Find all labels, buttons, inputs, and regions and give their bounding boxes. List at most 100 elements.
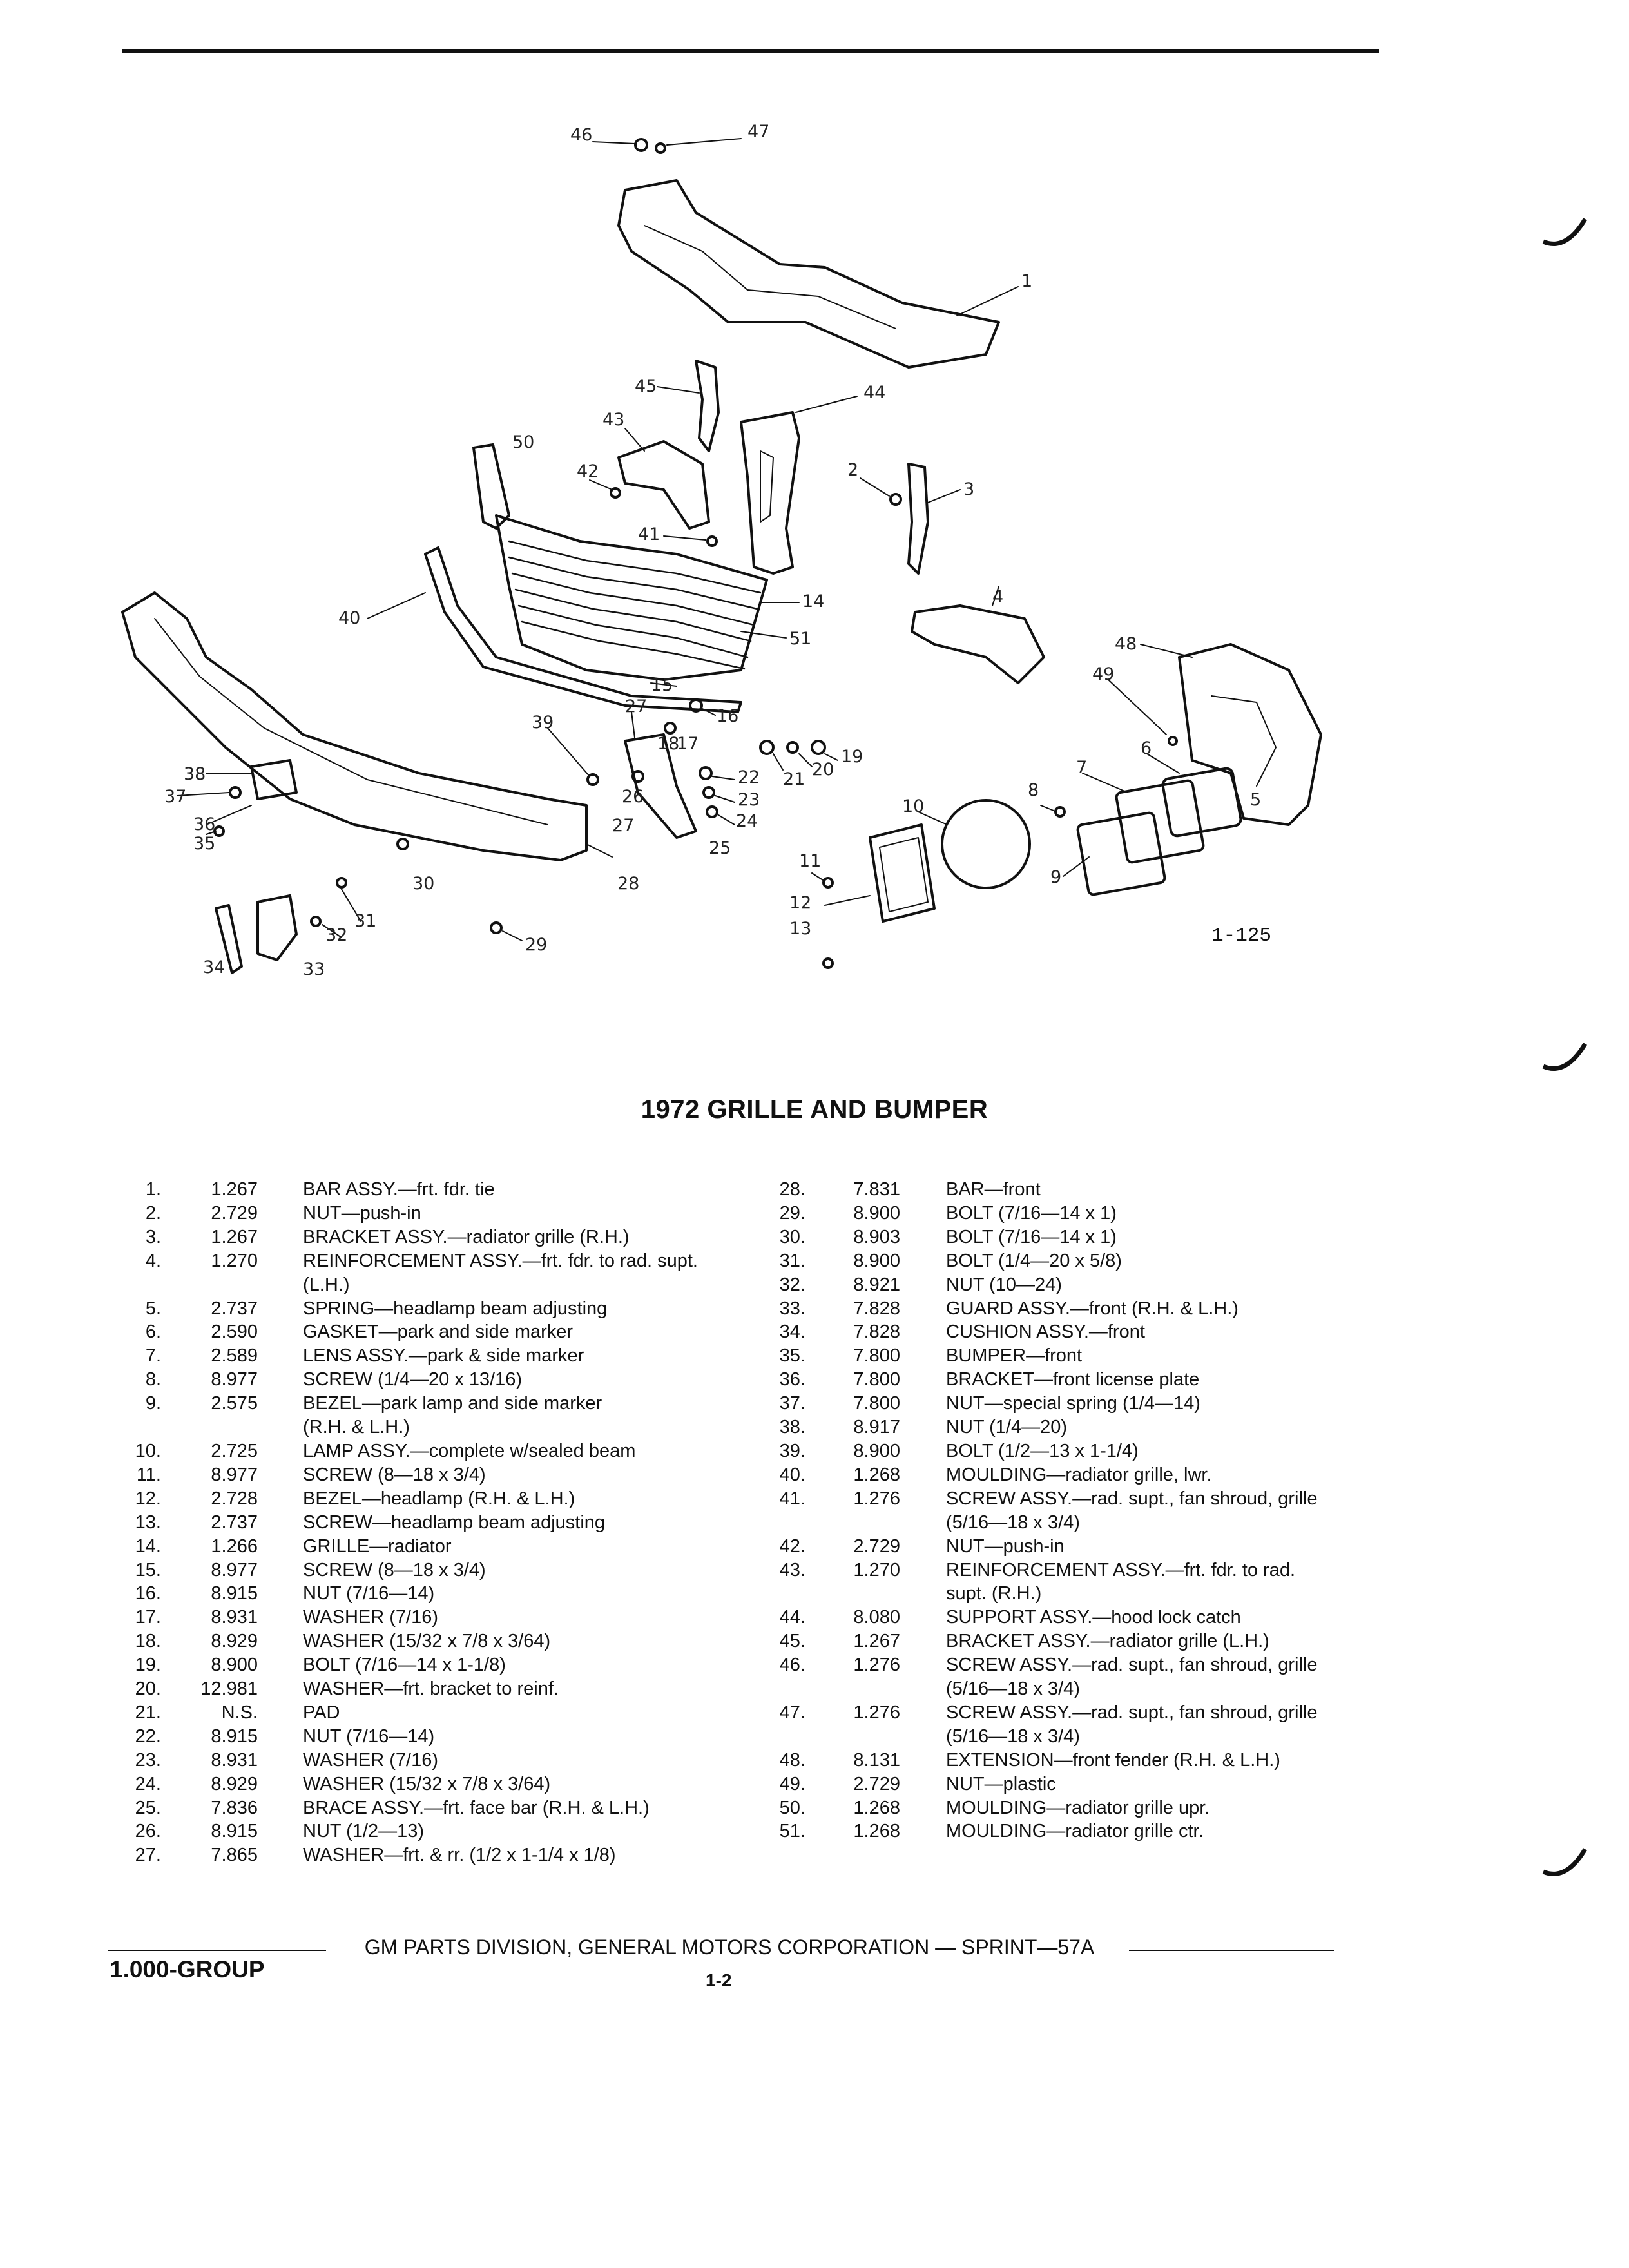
callout-label: 5: [1250, 790, 1261, 810]
part-number: 41.: [779, 1488, 805, 1509]
part-description: BAR ASSY.—frt. fdr. tie: [303, 1179, 495, 1200]
callout-label: 7: [1076, 758, 1087, 778]
page-title: 1972 GRILLE AND BUMPER: [641, 1095, 988, 1124]
part-park-lamp-gasket: [1161, 767, 1242, 838]
callout-label: 49: [1092, 664, 1114, 684]
part-description: NUT (7/16—14): [303, 1583, 435, 1604]
group-code: 1.276: [853, 1488, 900, 1509]
part-number: 11.: [136, 1464, 161, 1485]
callout-label: 8: [1028, 780, 1039, 800]
group-code: 8.080: [853, 1607, 900, 1628]
leader-6: [1146, 753, 1180, 774]
callout-label: 23: [738, 790, 760, 810]
part-description: BOLT (7/16—14 x 1): [946, 1202, 1117, 1224]
leader-44: [795, 396, 858, 413]
group-code: 7.800: [853, 1345, 900, 1367]
part-hood-lock-support: [740, 411, 800, 575]
leader-45: [657, 386, 700, 394]
leader-12: [824, 895, 871, 906]
margin-mark-icon: [1542, 218, 1588, 246]
part-number: 29.: [779, 1202, 805, 1224]
callout-label: 51: [789, 629, 811, 649]
part-number: [754, 1582, 805, 1606]
part-description: SCREW (8—18 x 3/4): [303, 1559, 486, 1581]
fastener-13: [822, 957, 834, 969]
leader-24: [718, 814, 735, 825]
part-description: NUT (1/4—20): [946, 1417, 1068, 1438]
leader-35: [206, 831, 217, 835]
callout-label: 32: [325, 925, 347, 945]
part-description: SCREW ASSY.—rad. supt., fan shroud, gril…: [946, 1655, 1318, 1676]
group-code: 1.267: [853, 1631, 900, 1652]
callout-label: 16: [717, 706, 738, 726]
fastener-2: [889, 493, 902, 506]
group-code: 2.729: [853, 1773, 900, 1794]
leader-48: [1140, 644, 1193, 658]
part-description: WASHER—frt. bracket to reinf.: [303, 1678, 559, 1700]
part-number: 39.: [779, 1440, 805, 1461]
callout-label: 25: [709, 838, 731, 858]
group-code: 1.270: [211, 1250, 258, 1271]
leader-8: [1040, 805, 1057, 812]
callout-label: 42: [577, 461, 599, 481]
part-description: (R.H. & L.H.): [303, 1417, 410, 1438]
parts-row: (5/16—18 x 3/4): [754, 1511, 1405, 1535]
part-number: 45.: [779, 1631, 805, 1652]
leader-49: [1108, 679, 1167, 735]
leader-51: [740, 631, 787, 639]
callout-label: 30: [412, 874, 434, 894]
part-description: (5/16—18 x 3/4): [946, 1678, 1080, 1700]
leader-32: [322, 924, 342, 938]
callout-label: 29: [525, 935, 547, 955]
part-description: BEZEL—park lamp and side marker: [303, 1393, 602, 1414]
fastener-31: [336, 877, 347, 889]
group-code: 2.737: [211, 1512, 258, 1533]
exploded-view-svg: 4647145444350422341401451448491539271618…: [121, 122, 1322, 979]
part-number: 17.: [135, 1607, 161, 1628]
callout-label: 31: [354, 911, 376, 931]
leader-3: [927, 489, 961, 503]
part-headlamp-bezel-inner: [879, 837, 929, 912]
fastener-49: [1168, 736, 1178, 746]
part-tie-bar: [617, 179, 1000, 369]
group-code: 8.929: [211, 1773, 258, 1794]
callout-label: 19: [841, 747, 863, 767]
part-description: WASHER (7/16): [303, 1749, 439, 1771]
leader-23: [715, 795, 735, 803]
part-park-lamp-lens: [1115, 779, 1205, 864]
part-number: 28.: [779, 1179, 805, 1200]
callout-label: 4: [992, 587, 1003, 607]
leader-22: [711, 776, 735, 780]
parts-row: (R.H. & L.H.): [110, 1416, 754, 1439]
group-code: 1.267: [211, 1179, 258, 1200]
part-number: [110, 1416, 161, 1439]
parts-row: (L.H.): [110, 1273, 754, 1297]
part-description: LENS ASSY.—park & side marker: [303, 1345, 584, 1367]
page-number: 1-2: [706, 1970, 732, 1990]
leader-27a: [631, 711, 635, 738]
part-headlamp-bezel: [869, 823, 936, 923]
group-code: 2.589: [211, 1345, 258, 1367]
footer-text: GM PARTS DIVISION, GENERAL MOTORS CORPOR…: [364, 1936, 1095, 1959]
part-number: 37.: [779, 1393, 805, 1414]
part-park-lamp-bezel: [1076, 811, 1166, 896]
